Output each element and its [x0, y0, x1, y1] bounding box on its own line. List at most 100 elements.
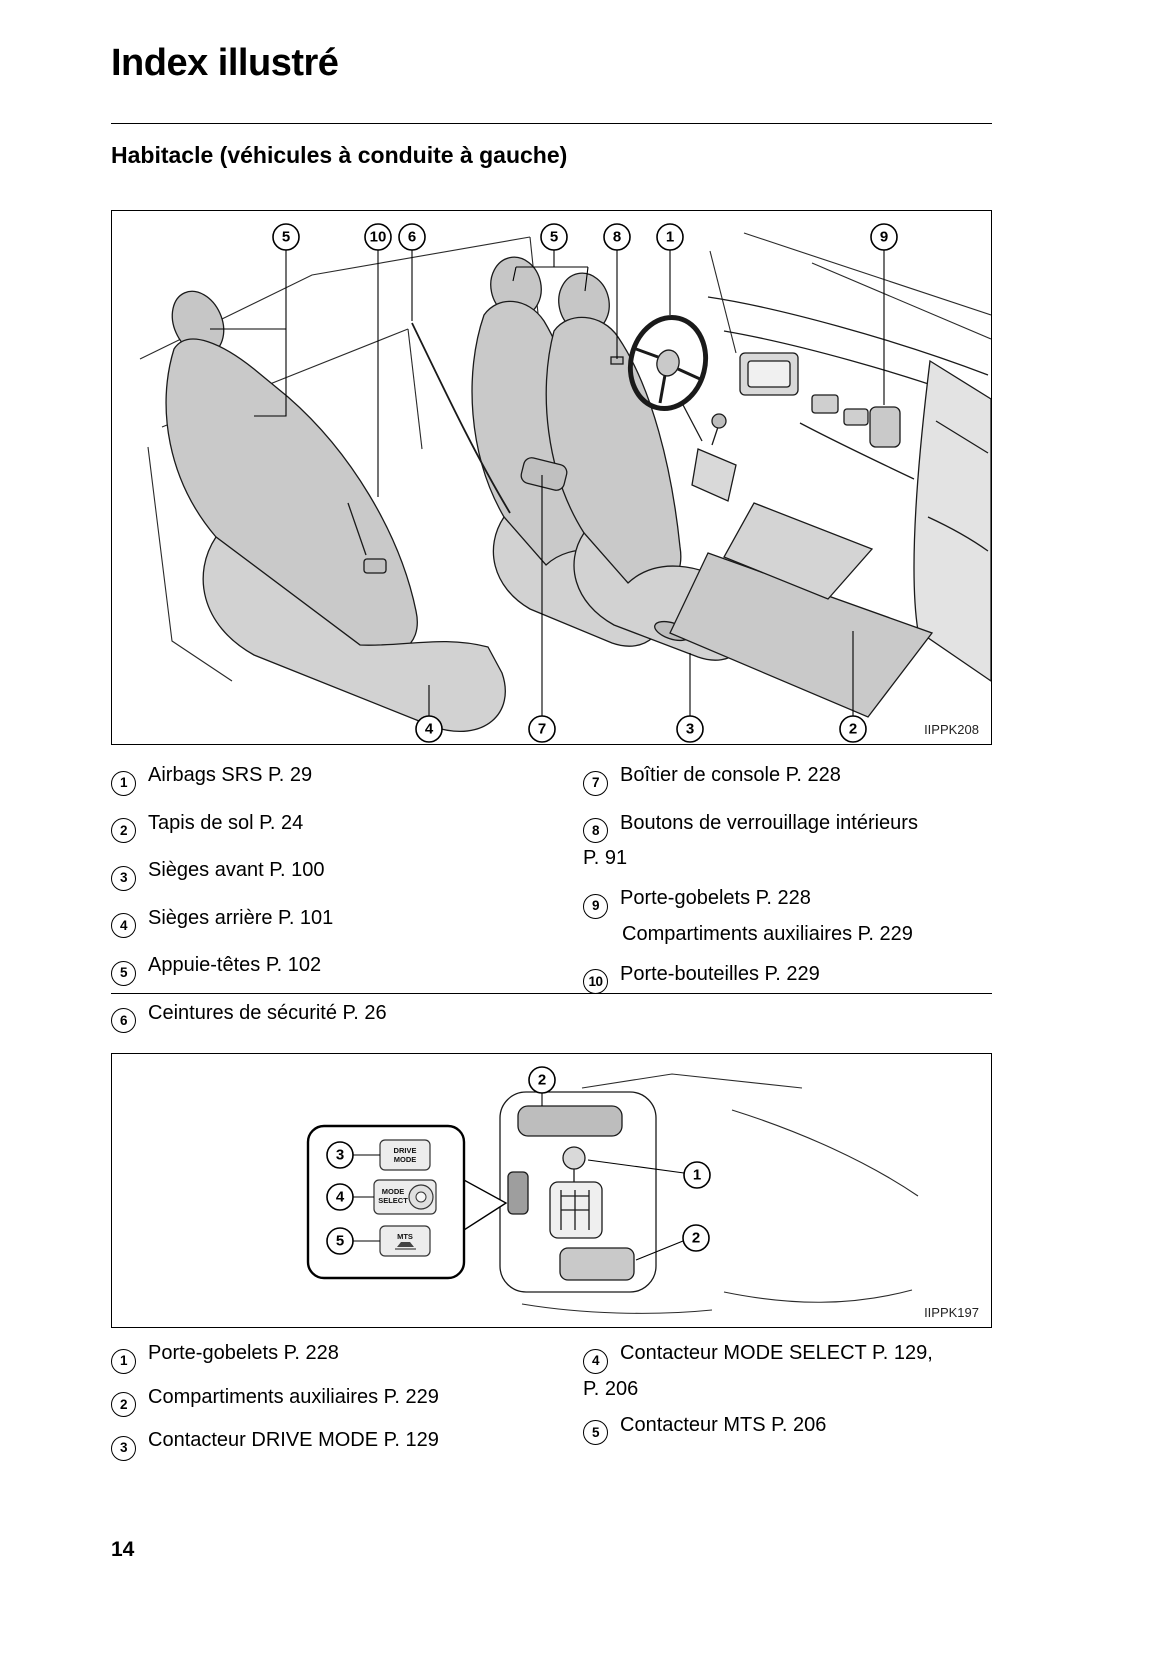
item-number-badge: 7: [583, 770, 608, 796]
item-number-badge: 1: [111, 770, 136, 796]
front-seats: [411, 256, 749, 661]
item-number-badge: 4: [583, 1348, 608, 1374]
figure-cabin: 5 10 6 5 8 1 9 4 7 3 2 IIPPK208: [111, 210, 992, 745]
figure-callouts: 5 10 6 5 8 1 9 4 7 3 2: [272, 223, 898, 743]
svg-text:9: 9: [880, 229, 888, 246]
svg-text:3: 3: [686, 721, 694, 738]
cabin-illustration: 5 10 6 5 8 1 9 4 7 3 2: [139, 223, 991, 743]
legend-item-console-box: 7 Boîtier de console P. 228: [583, 762, 992, 796]
legend-item-drive-mode: 3 Contacteur DRIVE MODE P. 129: [111, 1427, 583, 1461]
item-label: Porte-bouteilles P. 229: [620, 962, 820, 985]
console-body: [499, 1091, 657, 1293]
item-label: Sièges arrière P. 101: [148, 906, 334, 929]
item-sublabel: Compartiments auxiliaires P. 229: [622, 922, 913, 945]
item-label: Compartiments auxiliaires P. 229: [148, 1385, 439, 1408]
door-and-floor-mats: [669, 359, 991, 718]
item-number-badge: 2: [111, 818, 136, 843]
page-title: Index illustré: [111, 42, 339, 84]
callout-front-seats: 3: [676, 715, 704, 743]
item-number-badge: 8: [583, 818, 608, 843]
context-lines: [521, 1073, 919, 1314]
item-number-badge: 3: [111, 1435, 136, 1461]
legend-item-airbags: 1 Airbags SRS P. 29: [111, 762, 583, 796]
figure-code: IIPPK208: [924, 722, 979, 737]
callout-floor-mats: 2: [839, 715, 867, 743]
svg-text:5: 5: [336, 1233, 344, 1250]
item-label: Tapis de sol P. 24: [148, 811, 304, 834]
item-label: Contacteur DRIVE MODE P. 129: [148, 1429, 439, 1451]
svg-text:2: 2: [538, 1072, 546, 1089]
item-label: Porte-gobelets P. 228: [148, 1342, 339, 1364]
item-label: Appuie-têtes P. 102: [148, 954, 322, 976]
svg-text:1: 1: [666, 229, 674, 246]
legend-item-mode-select: 4 Contacteur MODE SELECT P. 129, P. 206: [583, 1340, 992, 1402]
legend-cabin: 1 Airbags SRS P. 29 2 Tapis de sol P. 24 3…: [111, 762, 992, 1047]
mode-select-button-label-2: SELECT: [378, 1196, 408, 1205]
mts-button: [379, 1225, 431, 1257]
item-label: Boutons de verrouillage intérieurs: [620, 811, 918, 834]
svg-text:7: 7: [538, 721, 546, 738]
svg-text:10: 10: [370, 229, 387, 246]
legend-console-left: 1 Porte-gobelets P. 228 2 Compartiments au…: [111, 1340, 583, 1471]
callout-mts: 5: [326, 1227, 354, 1255]
callout-bottle-holders: 10: [364, 223, 392, 251]
callout-headrests-front: 5: [540, 223, 568, 251]
callout-aux-compartment: 2: [682, 1224, 710, 1252]
item-number-badge: 5: [111, 960, 136, 986]
divider-middle: [111, 993, 992, 994]
svg-text:3: 3: [336, 1147, 344, 1164]
svg-text:2: 2: [692, 1230, 700, 1247]
item-label: Porte-gobelets P. 228: [620, 887, 811, 909]
legend-cabin-left: 1 Airbags SRS P. 29 2 Tapis de sol P. 24 3…: [111, 762, 583, 1047]
callout-mode-select: 4: [326, 1183, 354, 1211]
item-label: Sièges avant P. 100: [148, 859, 325, 881]
figure-code: IIPPK197: [924, 1305, 979, 1320]
svg-text:1: 1: [693, 1167, 701, 1184]
callout-console-box: 7: [528, 715, 556, 743]
item-number-badge: 2: [111, 1392, 136, 1417]
item-label: Contacteur MODE SELECT P. 129,: [620, 1342, 933, 1364]
drive-mode-button-label: DRIVE: [394, 1146, 417, 1155]
item-number-badge: 9: [583, 893, 608, 919]
legend-item-aux-compartments: 2 Compartiments auxiliaires P. 229: [111, 1384, 583, 1417]
legend-item-headrests: 5 Appuie-têtes P. 102: [111, 952, 583, 986]
callout-shifter-area: 1: [683, 1161, 711, 1189]
leader-lines: [210, 250, 885, 716]
item-number-badge: 1: [111, 1348, 136, 1374]
gear-shifter: [691, 413, 737, 502]
figure-callouts: 2 3 4 5 1 2: [326, 1066, 711, 1255]
item-label: Ceintures de sécurité P. 26: [148, 1001, 387, 1024]
item-number-badge: 4: [111, 913, 136, 938]
callout-seat-belts: 6: [398, 223, 426, 251]
mts-button-label: MTS: [397, 1232, 413, 1241]
callout-cup-holders: 2: [528, 1066, 556, 1094]
drive-mode-button-label-2: MODE: [394, 1155, 417, 1164]
legend-item-bottle-holders: 10 Porte-bouteilles P. 229: [583, 961, 992, 994]
callout-airbags: 1: [656, 223, 684, 251]
leader-lines: [353, 1093, 685, 1261]
svg-text:6: 6: [408, 229, 416, 246]
svg-text:4: 4: [336, 1189, 345, 1206]
svg-text:5: 5: [550, 229, 558, 246]
rear-seat: [165, 290, 506, 732]
mode-select-button-label: MODE: [382, 1187, 405, 1196]
svg-text:5: 5: [282, 229, 290, 246]
item-number-badge: 5: [583, 1420, 608, 1445]
item-label: Airbags SRS P. 29: [148, 764, 313, 786]
svg-text:8: 8: [613, 229, 621, 246]
legend-item-floor-mats: 2 Tapis de sol P. 24: [111, 810, 583, 843]
figure-console: DRIVE MODE MODE SELECT MTS: [111, 1053, 992, 1328]
legend-item-cup-holders: 1 Porte-gobelets P. 228: [111, 1340, 583, 1374]
item-label-continued: P. 206: [583, 1377, 639, 1400]
item-number-badge: 10: [583, 969, 608, 994]
legend-item-rear-seats: 4 Sièges arrière P. 101: [111, 905, 583, 938]
divider-top: [111, 123, 992, 124]
callout-headrests-rear: 5: [272, 223, 300, 251]
svg-text:2: 2: [849, 721, 857, 738]
callout-door-locks: 8: [603, 223, 631, 251]
item-label: Boîtier de console P. 228: [620, 764, 841, 786]
